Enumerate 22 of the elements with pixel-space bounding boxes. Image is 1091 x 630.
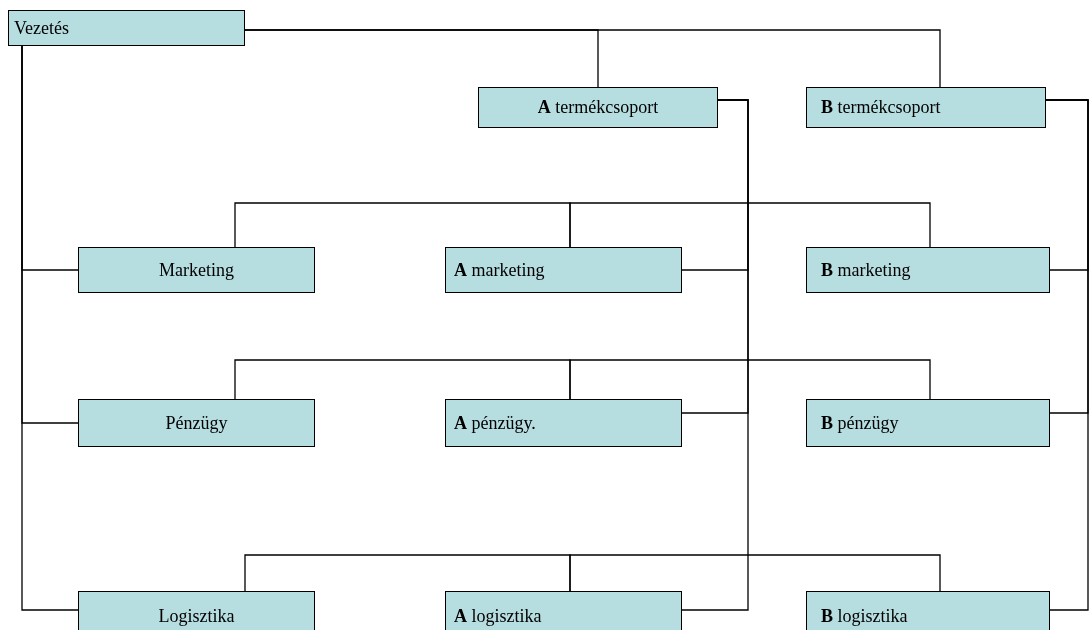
org-unit-box: B logisztika [806,591,1050,630]
org-unit-box: B marketing [806,247,1050,293]
connector-line [234,202,571,248]
connector-line [569,359,931,400]
connector-line [21,45,79,611]
org-unit-box: B pénzügy [806,399,1050,447]
org-unit-box: Pénzügy [78,399,315,447]
connector-line [569,202,931,248]
org-unit-box: Vezetés [8,10,245,46]
org-unit-box: Logisztika [78,591,315,630]
org-unit-box: Marketing [78,247,315,293]
org-unit-box: A logisztika [445,591,682,630]
org-unit-box: A pénzügy. [445,399,682,447]
connector-line [1045,99,1089,611]
connector-line [244,29,941,88]
connector-line [244,554,571,592]
org-unit-box: B termékcsoport [806,87,1046,128]
connector-line [569,554,941,592]
connector-line [234,359,571,400]
org-unit-box: A marketing [445,247,682,293]
connector-line [681,99,749,611]
org-unit-box: A termékcsoport [478,87,718,128]
